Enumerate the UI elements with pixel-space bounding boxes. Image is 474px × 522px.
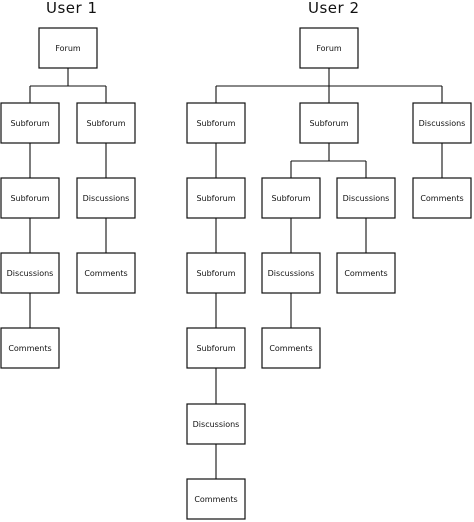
node-box xyxy=(261,327,321,369)
node-u2-subforum-2a: Subforum xyxy=(261,177,321,219)
node-label: Subforum xyxy=(10,194,49,203)
node-label: Forum xyxy=(55,44,81,53)
node-u1-subforum-a2: Subforum xyxy=(0,177,60,219)
node-u2-subforum-1: Subforum xyxy=(186,102,246,144)
node-box xyxy=(38,27,98,69)
node-u2-discussions-3: Discussions xyxy=(412,102,472,144)
node-label: Discussions xyxy=(7,269,54,278)
node-box xyxy=(261,177,321,219)
node-u2-subforum-1c: Subforum xyxy=(186,252,246,294)
node-label: Discussions xyxy=(343,194,390,203)
node-u2-comments-2a: Comments xyxy=(261,327,321,369)
node-label: Subforum xyxy=(196,194,235,203)
node-label: Subforum xyxy=(271,194,310,203)
node-u2-discussions-1: Discussions xyxy=(186,403,246,445)
node-box xyxy=(186,403,246,445)
node-box xyxy=(76,252,136,294)
node-box xyxy=(261,252,321,294)
node-box xyxy=(186,252,246,294)
node-box xyxy=(412,177,472,219)
node-label: Discussions xyxy=(83,194,130,203)
node-label: Comments xyxy=(344,269,387,278)
node-u2-forum: Forum xyxy=(299,27,359,69)
node-box xyxy=(76,102,136,144)
node-box xyxy=(186,327,246,369)
node-label: Subforum xyxy=(86,119,125,128)
node-u1-discussions-b: Discussions xyxy=(76,177,136,219)
node-u1-comments-a: Comments xyxy=(0,327,60,369)
node-label: Comments xyxy=(420,194,463,203)
node-u1-comments-b: Comments xyxy=(76,252,136,294)
node-box xyxy=(76,177,136,219)
node-label: Comments xyxy=(194,495,237,504)
user1-title: User 1 xyxy=(46,0,98,17)
node-u2-subforum-2: Subforum xyxy=(299,102,359,144)
node-label: Comments xyxy=(269,344,312,353)
node-u1-forum: Forum xyxy=(38,27,98,69)
node-u2-discussions-2a: Discussions xyxy=(261,252,321,294)
node-label: Discussions xyxy=(193,420,240,429)
node-u1-discussions-a: Discussions xyxy=(0,252,60,294)
node-label: Discussions xyxy=(419,119,466,128)
node-box xyxy=(0,102,60,144)
node-u2-subforum-1d: Subforum xyxy=(186,327,246,369)
node-u2-comments-2b: Comments xyxy=(336,252,396,294)
node-box xyxy=(186,478,246,520)
edges-user2 xyxy=(215,68,443,479)
node-box xyxy=(0,327,60,369)
node-label: Subforum xyxy=(10,119,49,128)
node-u1-subforum-b: Subforum xyxy=(76,102,136,144)
node-label: Forum xyxy=(316,44,342,53)
edges-user1 xyxy=(29,68,107,328)
node-box xyxy=(336,252,396,294)
node-box xyxy=(299,27,359,69)
node-u2-comments-1: Comments xyxy=(186,478,246,520)
node-box xyxy=(299,102,359,144)
node-box xyxy=(412,102,472,144)
node-u2-discussions-2b: Discussions xyxy=(336,177,396,219)
node-label: Comments xyxy=(84,269,127,278)
node-box xyxy=(0,252,60,294)
node-box xyxy=(186,177,246,219)
node-box xyxy=(336,177,396,219)
node-box xyxy=(186,102,246,144)
node-label: Subforum xyxy=(196,119,235,128)
user2-title: User 2 xyxy=(308,0,360,17)
node-label: Subforum xyxy=(196,269,235,278)
node-u2-subforum-1b: Subforum xyxy=(186,177,246,219)
node-u2-comments-3: Comments xyxy=(412,177,472,219)
node-label: Subforum xyxy=(196,344,235,353)
node-label: Discussions xyxy=(268,269,315,278)
node-u1-subforum-a: Subforum xyxy=(0,102,60,144)
node-label: Comments xyxy=(8,344,51,353)
node-label: Subforum xyxy=(309,119,348,128)
node-box xyxy=(0,177,60,219)
